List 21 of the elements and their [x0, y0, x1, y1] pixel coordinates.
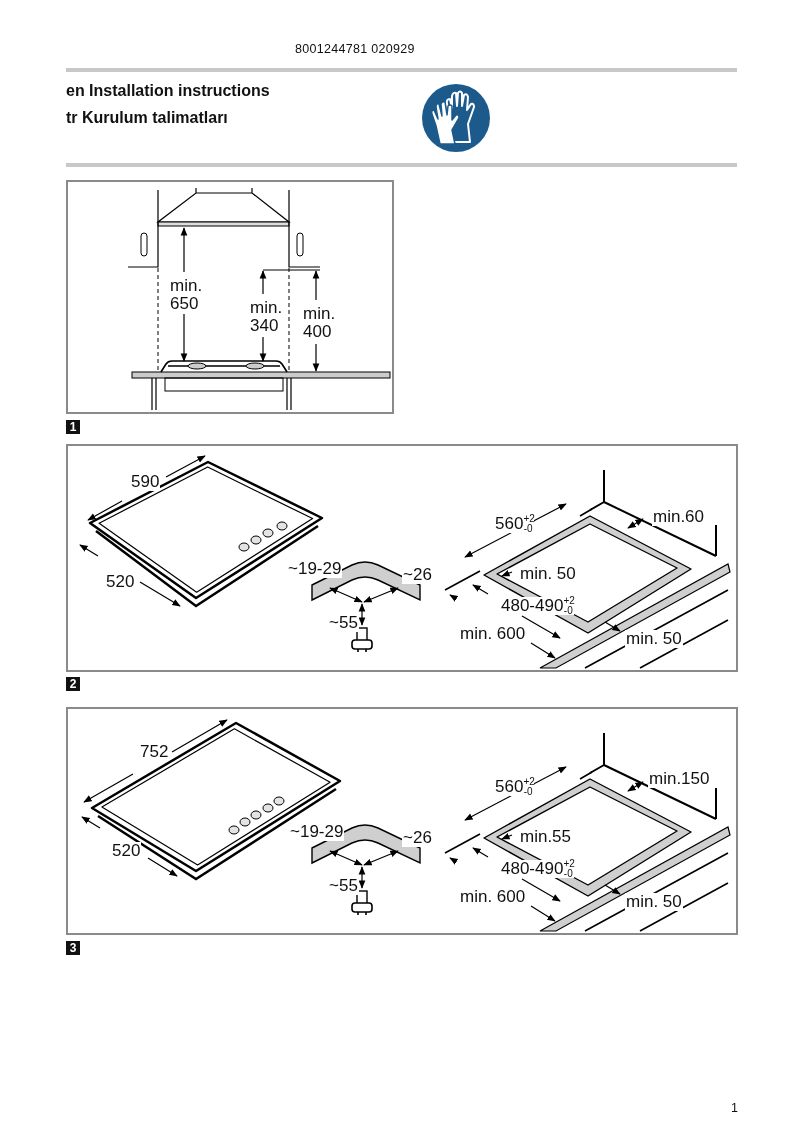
heading: en Installation instructions	[66, 82, 270, 100]
figure-number: 3	[66, 941, 80, 955]
dimension-label: ~55	[328, 614, 359, 632]
page-number: 1	[731, 1101, 738, 1115]
dimension-label: min. 50	[625, 893, 683, 911]
dimension-label: min. 50	[625, 630, 683, 648]
figure-number: 1	[66, 420, 80, 434]
dimension-label: ~55	[328, 877, 359, 895]
dimension-label: 590	[130, 473, 161, 491]
figure-panel	[66, 444, 738, 672]
dimension-label: ~26	[402, 566, 433, 584]
figure-panel	[66, 180, 394, 414]
dimension-label: min.60	[652, 508, 706, 526]
dimension-label: ~26	[402, 829, 433, 847]
part-number: 8001244781 020929	[295, 42, 415, 56]
figure-panel	[66, 707, 738, 935]
dimension-label: ~19-29	[289, 823, 345, 841]
heading: tr Kurulum talimatları	[66, 109, 228, 127]
dimension-label: min.150	[648, 770, 711, 788]
figure-number: 2	[66, 677, 80, 691]
dimension-label: ~19-29	[287, 560, 343, 578]
